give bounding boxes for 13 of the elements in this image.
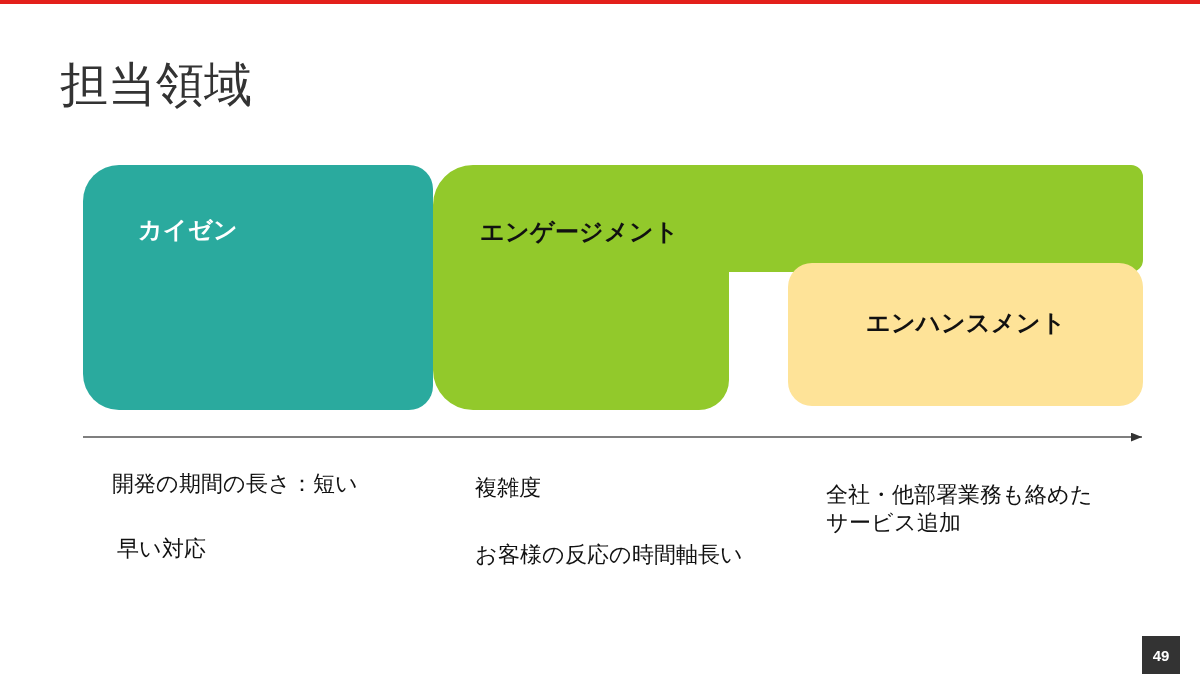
l-shaped-category-panel bbox=[433, 165, 1143, 410]
note-text: 全社・他部署業務も絡めたサービス追加 bbox=[826, 481, 1094, 537]
category-panel bbox=[788, 263, 1143, 406]
note-text: お客様の反応の時間軸長い bbox=[475, 542, 743, 569]
category-panel bbox=[83, 165, 433, 410]
note-text: 早い対応 bbox=[117, 536, 206, 563]
area-title: カイゼン bbox=[138, 216, 238, 245]
note-text: 開発の期間の長さ：短い bbox=[112, 471, 358, 498]
slide-title: 担当領域 bbox=[60, 56, 252, 114]
area-title: エンハンスメント bbox=[864, 309, 1067, 338]
area-title: エンゲージメント bbox=[480, 218, 679, 247]
page-number: 49 bbox=[1142, 636, 1180, 674]
note-text: 複雑度 bbox=[475, 475, 541, 502]
